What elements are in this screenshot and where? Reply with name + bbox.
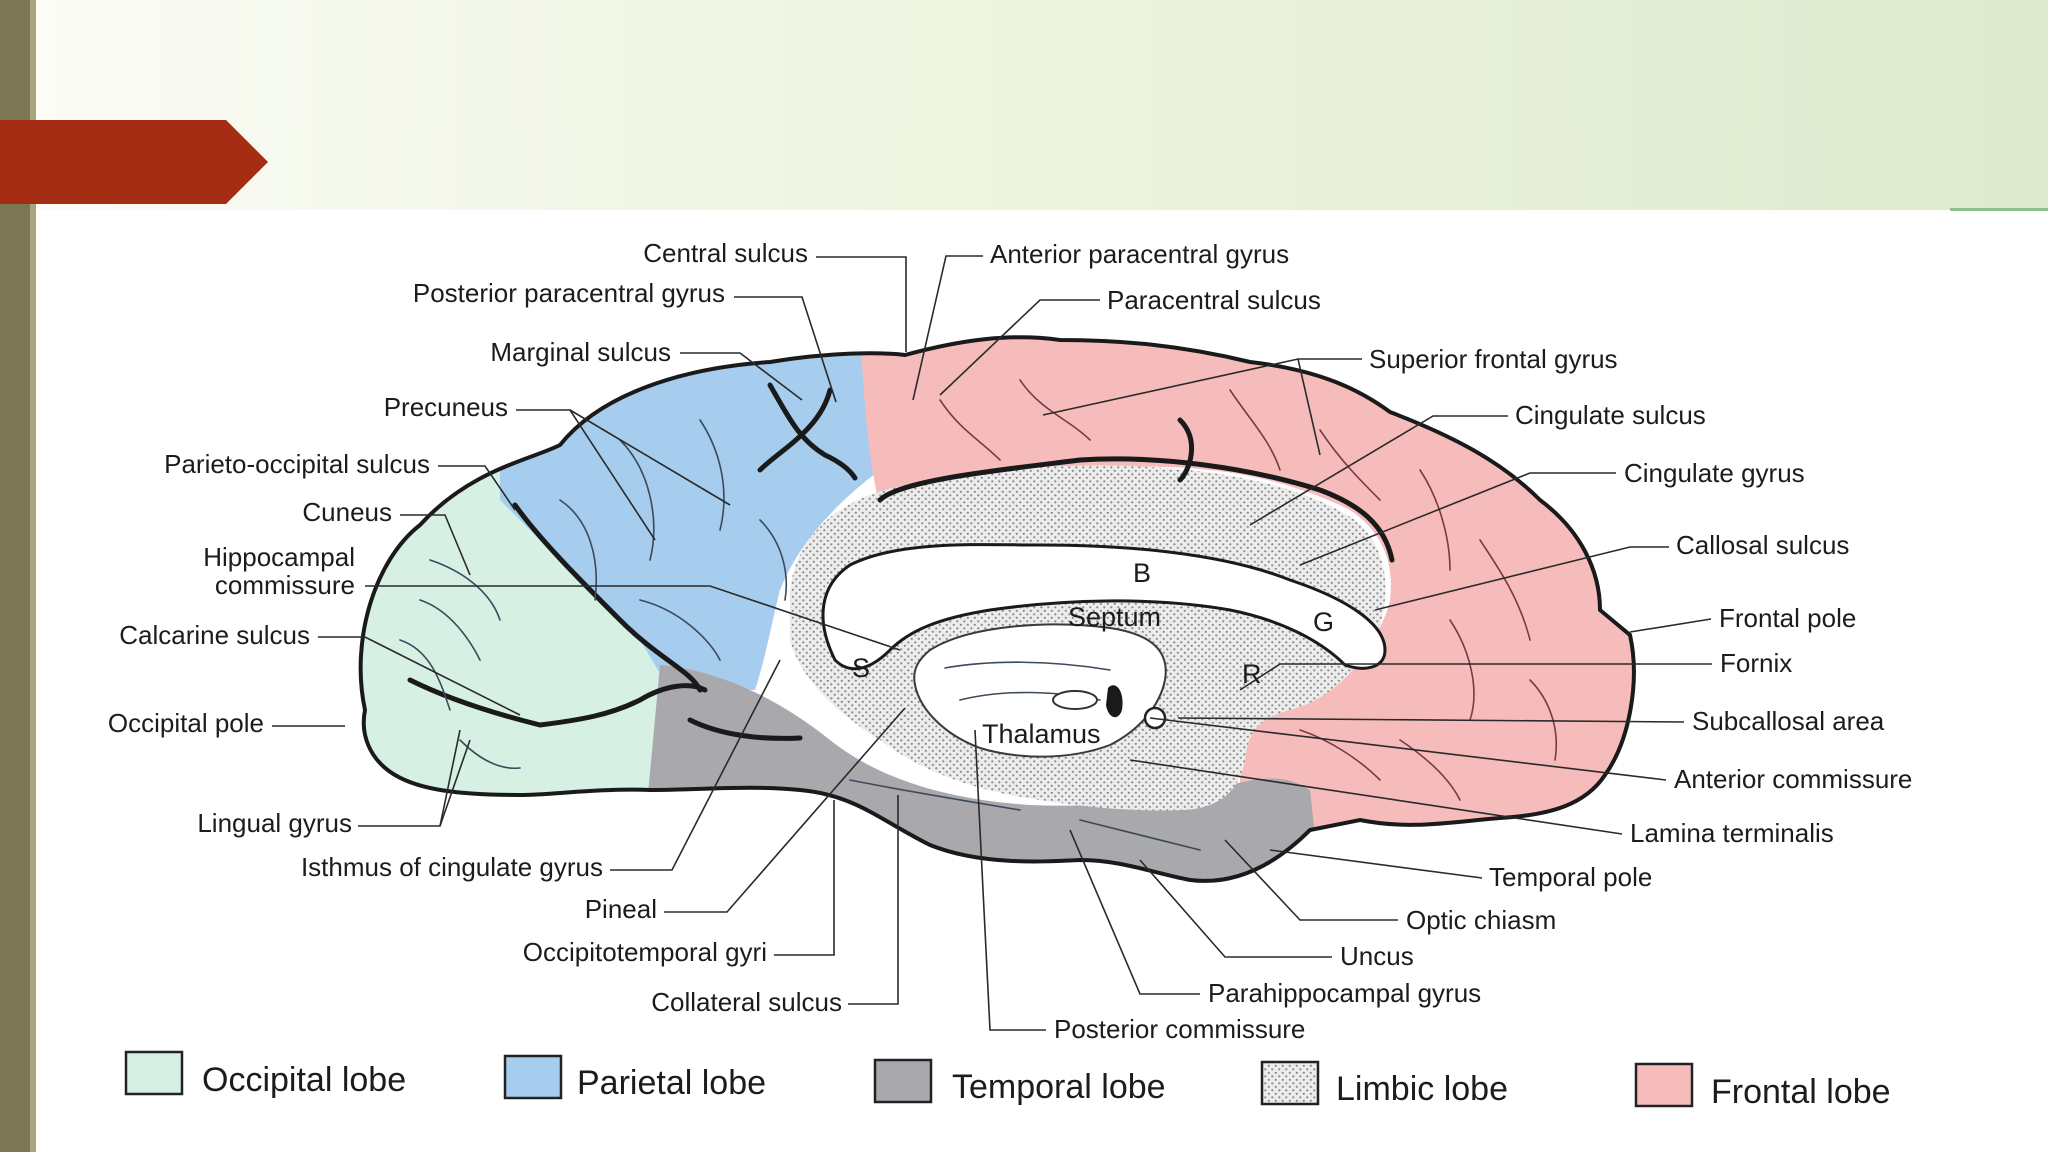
label-occipital-pole: Occipital pole: [108, 708, 264, 738]
legend: Occipital lobe Parietal lobe Temporal lo…: [124, 1050, 1891, 1111]
parietal-lobe-region: [500, 340, 880, 690]
label-cuneus: Cuneus: [302, 497, 392, 527]
label-subcallosal-area: Subcallosal area: [1692, 706, 1885, 736]
label-uncus: Uncus: [1340, 941, 1414, 971]
label-temporal-pole: Temporal pole: [1489, 862, 1652, 892]
inner-label-b: B: [1133, 558, 1151, 588]
label-precuneus: Precuneus: [384, 392, 508, 422]
parieto-occipital-sulcus-line: [512, 502, 703, 693]
label-cingulate-sulcus: Cingulate sulcus: [1515, 400, 1706, 430]
inner-label-thalamus: Thalamus: [982, 719, 1101, 749]
leader-lines: [272, 255, 1712, 1031]
temporal-swatch: [873, 1058, 933, 1104]
label-cingulate-gyrus: Cingulate gyrus: [1624, 458, 1805, 488]
legend-label-occipital: Occipital lobe: [202, 1061, 406, 1099]
label-hippocampal: Hippocampal: [203, 542, 355, 572]
label-posterior-commissure: Posterior commissure: [1054, 1014, 1305, 1044]
paracentral-sulcus-line: [1177, 417, 1195, 483]
limbic-swatch: [1260, 1060, 1320, 1106]
legend-label-parietal: Parietal lobe: [577, 1064, 766, 1102]
label-commissure: commissure: [215, 570, 355, 600]
thalamus-region: [913, 623, 1167, 758]
label-central-sulcus: Central sulcus: [643, 238, 808, 268]
label-frontal-pole: Frontal pole: [1719, 603, 1856, 633]
inner-label-s: S: [852, 653, 870, 683]
decorative-line: [1950, 208, 2048, 211]
brain-outline: [358, 335, 1636, 883]
legend-label-temporal: Temporal lobe: [952, 1068, 1166, 1106]
label-marginal-sulcus: Marginal sulcus: [490, 337, 671, 367]
fornix-dark-mark: [1106, 685, 1123, 718]
cingulate-sulcus-line: [877, 456, 1395, 563]
label-parahippocampal-gyrus: Parahippocampal gyrus: [1208, 978, 1481, 1008]
inner-label-septum: Septum: [1068, 602, 1161, 632]
inner-label-g: G: [1313, 607, 1334, 637]
gyral-details: [399, 379, 1558, 851]
title-arrow-shape: [0, 120, 268, 204]
label-isthmus-of-cingulate-gyrus: Isthmus of cingulate gyrus: [301, 852, 603, 882]
occipital-swatch: [124, 1050, 184, 1096]
label-callosal-sulcus: Callosal sulcus: [1676, 530, 1849, 560]
label-lingual-gyrus: Lingual gyrus: [197, 808, 352, 838]
legend-label-limbic: Limbic lobe: [1336, 1070, 1508, 1108]
thalamus-detail-line: [944, 661, 1111, 671]
label-paracentral-sulcus: Paracentral sulcus: [1107, 285, 1321, 315]
label-superior-frontal-gyrus: Superior frontal gyrus: [1369, 344, 1618, 374]
label-pineal: Pineal: [585, 894, 657, 924]
central-sulcus-line: [767, 382, 858, 481]
septum-oval: [1052, 690, 1098, 710]
calcarine-sulcus-line: [407, 677, 708, 728]
marginal-sulcus-line: [757, 387, 833, 473]
label-anterior-commissure: Anterior commissure: [1674, 764, 1912, 794]
slide-left-bar-stripe: [30, 0, 36, 1152]
label-posterior-paracentral-gyrus: Posterior paracentral gyrus: [413, 278, 725, 308]
label-optic-chiasm: Optic chiasm: [1406, 905, 1556, 935]
label-calcarine-sulcus: Calcarine sulcus: [119, 620, 310, 650]
label-fornix: Fornix: [1720, 648, 1792, 678]
label-anterior-paracentral-gyrus: Anterior paracentral gyrus: [990, 239, 1289, 269]
parietal-swatch: [503, 1054, 563, 1100]
frontal-swatch: [1634, 1062, 1694, 1108]
legend-label-frontal: Frontal lobe: [1711, 1073, 1891, 1111]
label-collateral-sulcus: Collateral sulcus: [651, 987, 842, 1017]
corpus-callosum: [821, 543, 1387, 671]
label-parieto-occipital-sulcus: Parieto-occipital sulcus: [164, 449, 430, 479]
inner-label-r: R: [1242, 659, 1262, 689]
label-lamina-terminalis: Lamina terminalis: [1630, 818, 1834, 848]
label-occipitotemporal-gyri: Occipitotemporal gyri: [523, 937, 767, 967]
